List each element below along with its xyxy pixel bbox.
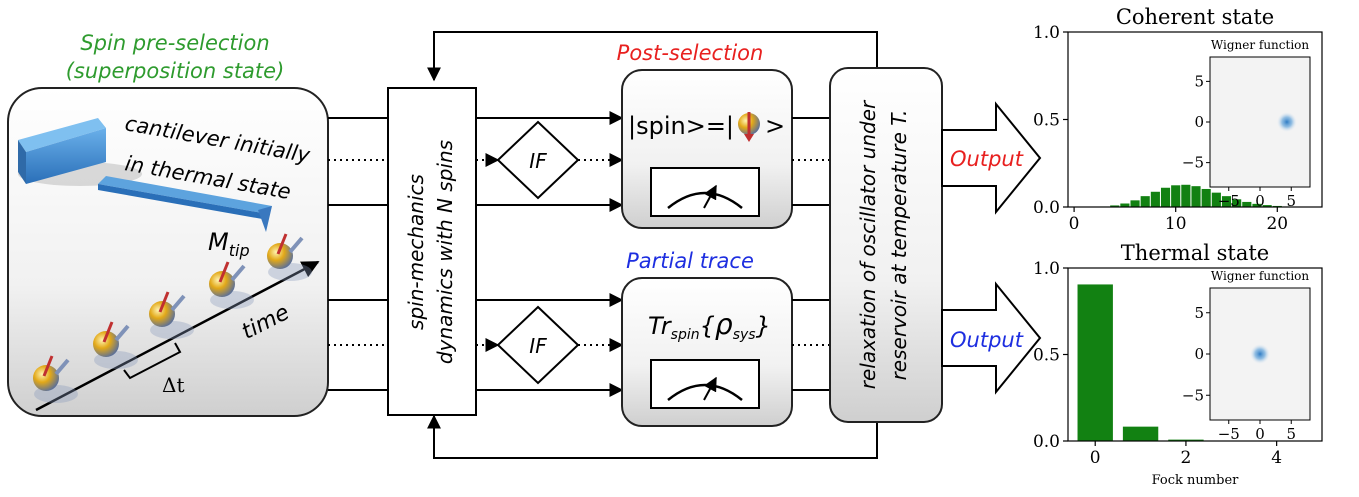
- chart-bar: [1252, 203, 1262, 207]
- preselection-label-line1: Spin pre-selection: [80, 31, 269, 55]
- y-tick-label: 0.0: [1033, 432, 1060, 452]
- spin-particle: [209, 261, 254, 309]
- y-tick-label: 1.0: [1033, 23, 1060, 43]
- inset-y-tick-label: 5: [1194, 304, 1204, 322]
- output-arrow-bottom: [941, 281, 1042, 395]
- y-tick-label: 1.0: [1033, 259, 1060, 279]
- wigner-inset: Wigner function 5 0 −5 −5 0 5: [1182, 269, 1311, 443]
- chart-bar: [1232, 199, 1242, 207]
- connectors-left: [328, 117, 388, 391]
- if-label-top: IF: [529, 149, 547, 173]
- chart-bar: [1140, 196, 1150, 207]
- dt-label: Δt: [162, 373, 184, 397]
- cantilever-box: [7, 87, 329, 417]
- chart-coherent-state: Coherent state 0.0 0.5 1.0 0 10 20 Wigner funct…: [1033, 5, 1323, 234]
- meter-icon-bottom: [650, 359, 760, 409]
- x-tick-label: 10: [1165, 214, 1187, 234]
- chart-bar: [1221, 196, 1232, 207]
- chart-bar: [1120, 203, 1130, 207]
- spin-down-icon: [738, 112, 760, 142]
- ket-expression-right: >: [765, 112, 785, 140]
- inset-x-tick-label: 5: [1286, 192, 1296, 210]
- inset-y-tick-label: −5: [1182, 154, 1204, 172]
- spin-particle: [267, 233, 312, 281]
- chart-bar: [1201, 188, 1211, 207]
- inset-y-tick-label: 5: [1194, 72, 1204, 90]
- chart-bar: [1181, 184, 1191, 207]
- relaxation-box: [829, 67, 943, 423]
- output-label-top: Output: [950, 147, 1024, 171]
- y-tick-label: 0.5: [1033, 111, 1060, 131]
- inset-y-tick-label: 0: [1194, 113, 1204, 131]
- relaxation-text-line2: reservoir at temperature T.: [887, 110, 911, 381]
- spin-particle: [33, 355, 78, 403]
- connectors-right: [792, 117, 830, 391]
- chart-bar: [1130, 200, 1140, 207]
- chart-bar: [1171, 185, 1181, 207]
- chart-bar: [1110, 205, 1120, 207]
- x-tick-label: 0: [1090, 448, 1101, 468]
- wigner-blob: [1250, 344, 1270, 364]
- inset-y-tick-label: 0: [1194, 345, 1204, 363]
- connectors-top: [476, 111, 624, 212]
- post-selection-title: Post-selection: [617, 41, 764, 65]
- output-arrow-top: [941, 101, 1042, 215]
- ket-expression-left: |spin>=|: [628, 112, 734, 140]
- chart-bar: [1262, 205, 1272, 207]
- inset-x-tick-label: −5: [1218, 192, 1240, 210]
- x-tick-label: 20: [1266, 214, 1288, 234]
- if-diamond-bottom: [496, 305, 580, 385]
- chart-title: Thermal state: [1121, 241, 1269, 265]
- wigner-blob: [1276, 112, 1297, 132]
- chart-bar: [1160, 187, 1171, 207]
- inset-x-tick-label: 0: [1255, 425, 1265, 443]
- inset-title: Wigner function: [1211, 38, 1310, 52]
- spin-particles: [33, 233, 312, 403]
- chart-bar: [1191, 186, 1201, 207]
- x-tick-label: 0: [1069, 214, 1080, 234]
- x-axis-label: Fock number: [1152, 473, 1240, 488]
- trace-expression: Trspin{ρsys}: [648, 308, 771, 343]
- output-label-bottom: Output: [950, 328, 1024, 352]
- cantilever-illustration: [18, 118, 272, 232]
- y-tick-label: 0.0: [1033, 198, 1060, 218]
- inset-x-tick-label: −5: [1218, 425, 1240, 443]
- chart-title: Coherent state: [1116, 5, 1274, 29]
- inset-x-tick-label: 0: [1255, 192, 1265, 210]
- feedback-loop-bottom: [427, 414, 878, 459]
- dt-bracket: [123, 342, 182, 380]
- spin-particle: [93, 321, 138, 369]
- relaxation-text-line1: relaxation of oscillator under: [856, 99, 880, 389]
- spin-particle: [149, 291, 194, 339]
- dynamics-text-line2: dynamics with N spins: [433, 140, 457, 364]
- if-label-bottom: IF: [529, 334, 547, 358]
- chart-bar: [1150, 191, 1160, 207]
- meter-icon-top: [650, 167, 760, 217]
- connectors-bottom: [476, 293, 624, 397]
- y-tick-label: 0.5: [1033, 346, 1060, 366]
- time-axis-arrow: [35, 260, 320, 412]
- chart-bar: [1168, 439, 1204, 441]
- inset-y-tick-label: −5: [1182, 386, 1204, 404]
- chart-bar: [1077, 284, 1113, 441]
- partial-trace-title: Partial trace: [626, 249, 754, 273]
- chart-bar: [1122, 426, 1159, 441]
- chart-bar: [1211, 192, 1221, 207]
- wigner-inset: Wigner function 5 0 −5 −5 0 5: [1182, 38, 1311, 210]
- if-diamond-top: [496, 120, 580, 200]
- feedback-loop-top: [427, 31, 878, 82]
- inset-x-tick-label: 5: [1286, 425, 1296, 443]
- dynamics-text-line1: spin-mechanics: [404, 174, 428, 330]
- x-tick-label: 4: [1271, 448, 1282, 468]
- inset-title: Wigner function: [1211, 269, 1310, 283]
- dynamics-box: [387, 87, 477, 416]
- preselection-label-line2: (superposition state): [66, 59, 285, 83]
- tip-label: Mtip: [208, 228, 250, 260]
- chart-bar: [1242, 201, 1252, 207]
- x-tick-label: 2: [1181, 448, 1192, 468]
